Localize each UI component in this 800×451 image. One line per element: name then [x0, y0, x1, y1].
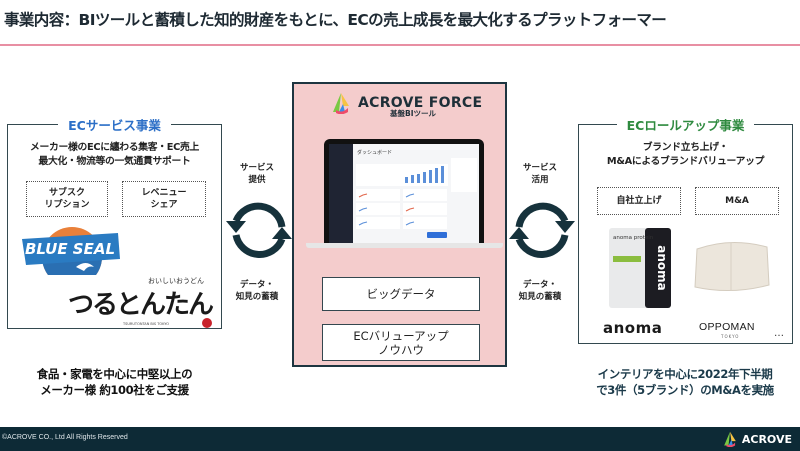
laptop-dashboard: ダッシュボード [324, 139, 484, 243]
svg-text:ダッシュボード: ダッシュボード [357, 149, 392, 156]
left-cycle-bottom-label: データ・ 知見の蓄積 [235, 280, 279, 302]
ec-service-caption: 食品・家電を中心に中堅以上の メーカー様 約100社をご支援 [36, 367, 193, 397]
copyright: ©ACROVE CO., Ltd All Rights Reserved [2, 434, 128, 441]
chip-revenue-share: レベニューシェア [122, 181, 206, 217]
more-brands-ellipsis: … [774, 328, 784, 339]
dashboard-content: ダッシュボード [356, 149, 477, 238]
ec-rollup-caption: インテリアを中心に2022年下半期 で3件（5ブランド）のM&Aを実施 [596, 367, 774, 397]
left-cycle-top-label: サービス 提供 [239, 163, 274, 185]
ec-service-title: ECサービス事業 [58, 118, 171, 133]
chip-m-and-a: M&A [695, 187, 779, 215]
svg-text:anoma protein: anoma protein [613, 235, 654, 241]
page-title: 事業内容：BIツールと蓄積した知的財産をもとに、ECの売上成長を最大化するプラッ… [4, 11, 667, 29]
blue-seal-text: BLUE SEAL [25, 240, 115, 258]
title-divider [0, 44, 800, 46]
svg-text:つるとんたん: つるとんたん [68, 290, 214, 320]
ec-rollup-description: ブランド立ち上げ・ M&Aによるブランドバリューアップ [606, 142, 765, 167]
chip-own-launch: 自社立上げ [597, 187, 681, 215]
anoma-brand-logo: anoma [603, 319, 663, 337]
acrove-logo-icon [724, 431, 736, 447]
tsurutontan-logo: おいしいおうどん つるとんたん TSURUTONTAN BIS TOKYO [68, 277, 216, 328]
acrove-force-subtitle: 基盤BIツール [390, 109, 437, 118]
svg-text:TSURUTONTAN BIS TOKYO: TSURUTONTAN BIS TOKYO [122, 322, 169, 326]
laptop-base [306, 243, 503, 248]
acrove-logo-icon [333, 93, 349, 114]
acrove-force-panel: ACROVE FORCE 基盤BIツール ダッシュボード [292, 82, 507, 367]
blue-seal-logo: BLUE SEAL [22, 227, 120, 275]
cycle-arrows-icon [509, 202, 575, 258]
right-cycle-top-label: サービス 活用 [522, 163, 557, 185]
svg-text:おいしいおうどん: おいしいおうどん [148, 277, 204, 285]
oppoman-brand-logo: OPPOMAN [699, 321, 755, 333]
oppoman-sub: TOKYO [721, 334, 740, 339]
ec-rollup-panel: ECロールアップ事業 ブランド立ち上げ・ M&Aによるブランドバリューアップ 自… [578, 118, 793, 344]
ec-service-panel: ECサービス事業 メーカー様のECに纏わる集客・EC売上 最大化・物流等の一気通… [7, 118, 222, 329]
footer-logo: ACROVE [722, 431, 792, 447]
dashboard-screen: ダッシュボード [329, 144, 479, 243]
footer: ©ACROVE CO., Ltd All Rights Reserved ACR… [0, 427, 800, 451]
big-data-box: ビッグデータ [322, 277, 480, 311]
right-cycle-bottom-label: データ・ 知見の蓄積 [518, 280, 562, 302]
cycle-arrows-icon [226, 202, 292, 258]
svg-text:anoma: anoma [655, 245, 669, 291]
chip-subscription: サブスクリプション [26, 181, 108, 217]
anoma-protein-pack: anoma protein anoma [609, 228, 671, 308]
ec-service-description: メーカー様のECに纏わる集客・EC売上 最大化・物流等の一気通貫サポート [29, 142, 200, 167]
dashboard-sidebar [329, 144, 353, 243]
ec-rollup-title: ECロールアップ事業 [616, 118, 755, 133]
acrove-force-brand: ACROVE FORCE [330, 92, 482, 114]
ec-valueup-knowhow-box: ECバリューアップノウハウ [322, 324, 480, 361]
oppoman-cushion [694, 241, 770, 292]
